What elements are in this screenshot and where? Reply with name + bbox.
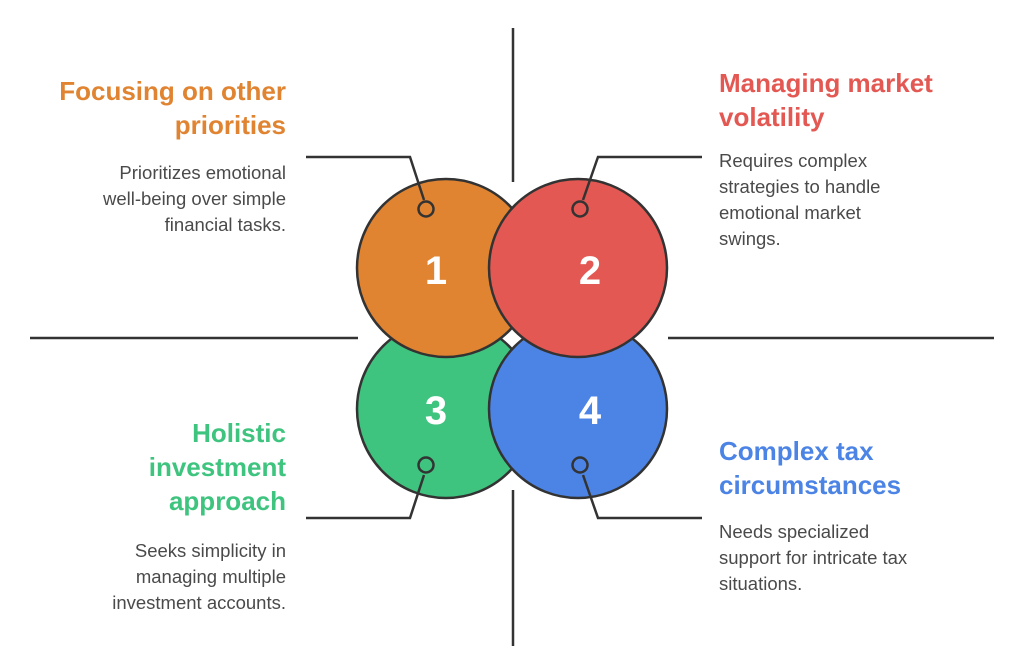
item-3-title-line: investment [148, 452, 286, 482]
item-2-description-line: strategies to handle [719, 176, 881, 197]
item-2-title-line: Managing market [719, 68, 933, 98]
item-3-title: Holistic investment approach [0, 416, 286, 518]
item-2-description-line: swings. [719, 228, 781, 249]
item-1-title-line: priorities [174, 110, 286, 140]
item-4-title-line: Complex tax [719, 436, 874, 466]
item-4-description-line: Needs specialized [719, 521, 870, 542]
connector-3 [306, 474, 426, 520]
circle-4-number: 4 [579, 389, 602, 433]
item-2-description: Requires complex strategies to handle em… [719, 148, 1009, 252]
item-4-description-line: support for intricate tax [719, 547, 908, 568]
item-1-description: Prioritizes emotional well-being over si… [0, 160, 286, 238]
connector-3-dot [417, 456, 435, 474]
item-1-description-line: well-being over simple [102, 188, 286, 209]
item-4-description: Needs specialized support for intricate … [719, 519, 1009, 597]
item-4-title: Complex tax circumstances [719, 434, 1009, 502]
connector-1 [306, 155, 426, 201]
circle-2-number: 2 [579, 249, 601, 293]
item-1-title: Focusing on other priorities [0, 74, 286, 142]
connector-1-dot [417, 200, 435, 218]
item-1-title-line: Focusing on other [59, 76, 286, 106]
item-1-description-line: Prioritizes emotional [119, 162, 286, 183]
item-3-description-line: managing multiple [135, 566, 286, 587]
item-4-title-line: circumstances [719, 470, 902, 500]
item-2-description-line: emotional market [719, 202, 861, 223]
item-4-description-line: situations. [719, 573, 803, 594]
connector-2-dot [571, 200, 589, 218]
item-3-title-line: Holistic [192, 418, 286, 448]
connector-2 [581, 155, 702, 201]
connector-4-dot [571, 456, 589, 474]
item-2-title: Managing market volatility [719, 66, 1009, 134]
item-2-title-line: volatility [719, 102, 825, 132]
circle-2 [487, 177, 669, 359]
circle-1-number: 1 [425, 249, 447, 293]
item-2-description-line: Requires complex [719, 150, 868, 171]
circle-3-number: 3 [425, 389, 447, 433]
item-1-description-line: financial tasks. [164, 214, 286, 235]
item-3-description-line: Seeks simplicity in [134, 540, 286, 561]
item-3-description-line: investment accounts. [112, 592, 286, 613]
item-3-description: Seeks simplicity in managing multiple in… [0, 538, 286, 616]
item-3-title-line: approach [168, 486, 286, 516]
connector-4 [581, 474, 702, 520]
